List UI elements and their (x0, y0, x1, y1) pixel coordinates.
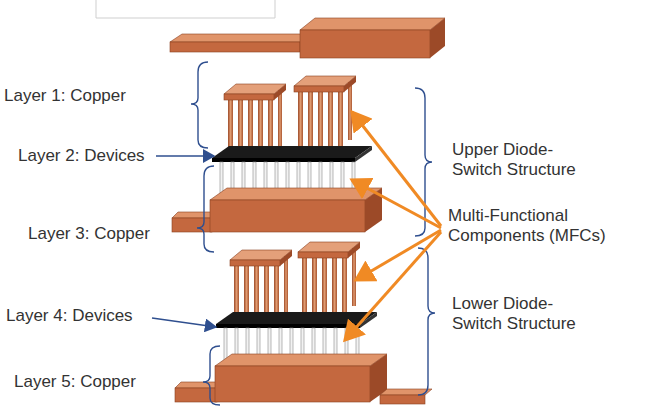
label: Layer 4: Devices (6, 306, 133, 326)
label: Multi-Functional Components (MFCs) (448, 206, 643, 247)
label: Layer 5: Copper (14, 372, 136, 392)
label: Lower Diode-Switch Structure (452, 294, 592, 335)
label: Layer 2: Devices (18, 146, 145, 166)
label: Layer 1: Copper (4, 86, 126, 106)
label: Layer 3: Copper (28, 224, 150, 244)
label: Upper Diode-Switch Structure (452, 140, 592, 181)
